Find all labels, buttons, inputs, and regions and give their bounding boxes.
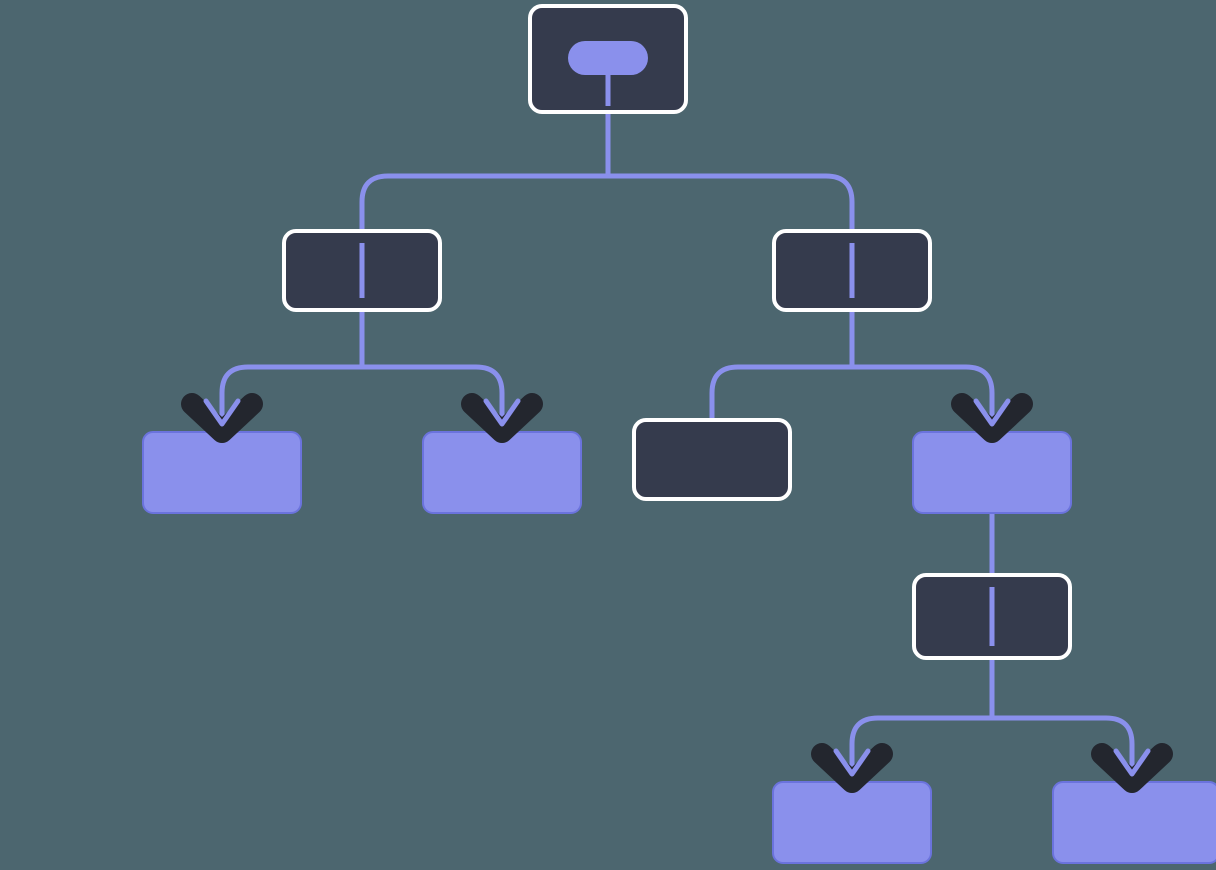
node-l2-d[interactable]	[912, 431, 1072, 514]
node-body	[142, 431, 302, 514]
arrowtip-line-e-l3a-l4a	[833, 748, 871, 777]
node-body	[632, 418, 792, 501]
edge-e-l1left-l2a	[219, 312, 365, 438]
edge-layer	[219, 104, 1135, 788]
arrowhead-e-l1left-l2a	[181, 393, 263, 443]
node-l2-c[interactable]	[632, 418, 792, 501]
arrowtip-line-e-l1left-l2a	[203, 398, 241, 427]
edge-e-l3a-l4b	[989, 660, 1135, 788]
arrow-layer	[181, 393, 1173, 793]
arrowtip-line-e-l1right-l2d	[973, 398, 1011, 427]
arrowtip-line-e-l3a-l4b	[1113, 748, 1151, 777]
edge-e-l1right-l2c	[709, 312, 855, 422]
arrowtip-line-e-l1left-l2b	[483, 398, 521, 427]
node-body	[1052, 781, 1216, 864]
arrowhead-e-l3a-l4a	[811, 743, 893, 793]
node-root[interactable]	[528, 4, 688, 114]
edge-overlay-layer	[359, 73, 995, 646]
arrowhead-e-l1right-l2d	[951, 393, 1033, 443]
edge-e-root-l1right	[605, 104, 855, 312]
node-layer	[142, 4, 1216, 864]
node-body	[912, 431, 1072, 514]
edge-e-l1right-l2d	[849, 312, 995, 438]
node-l2-b[interactable]	[422, 431, 582, 514]
node-l4-b[interactable]	[1052, 781, 1216, 864]
node-body	[422, 431, 582, 514]
node-l2-a[interactable]	[142, 431, 302, 514]
arrowhead-e-l3a-l4b	[1091, 743, 1173, 793]
node-l4-a[interactable]	[772, 781, 932, 864]
edge-e-l3a-l4a	[849, 660, 995, 788]
arrowhead-e-l1left-l2b	[461, 393, 543, 443]
node-pill-indicator	[568, 41, 648, 75]
node-body	[772, 781, 932, 864]
edge-e-l1left-l2b	[359, 312, 505, 438]
